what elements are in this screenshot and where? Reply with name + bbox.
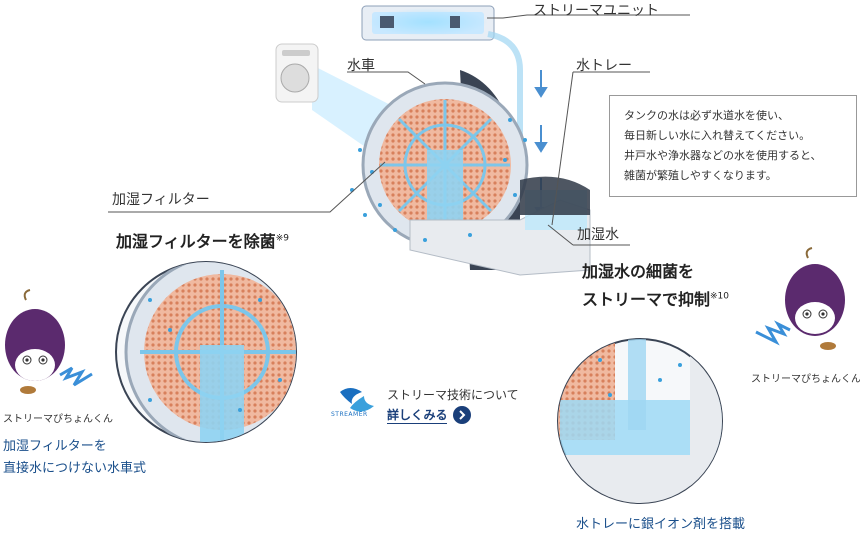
streamer-unit (361, 5, 495, 41)
headline-filter-sterilize: 加湿フィルターを除菌※9 (116, 228, 289, 252)
label-humid-water: 加湿水 (577, 227, 619, 243)
water-wheel (361, 81, 529, 249)
link-label: 詳しくみる (387, 408, 448, 424)
link-heading: ストリーマ技術について (387, 388, 519, 402)
streamer-logo-text: STREAMER (331, 411, 368, 418)
streamer-logo-icon (340, 388, 374, 412)
left-caption-line1: 加湿フィルターを (3, 439, 107, 454)
character-left-name: ストリーマぴちょんくん (3, 414, 113, 425)
chevron-right-icon (453, 406, 472, 424)
label-humid-filter: 加湿フィルター (112, 192, 210, 208)
headline-water-line2: ストリーマで抑制※10 (582, 286, 729, 310)
filter-closeup-lens (115, 261, 297, 443)
label-water-tray: 水トレー (576, 58, 632, 74)
water-notice-box: タンクの水は必ず水道水を使い、 毎日新しい水に入れ替えてください。 井戸水や浄水… (609, 95, 857, 197)
streamer-detail-link[interactable]: 詳しくみる (387, 406, 472, 424)
water-pipe (487, 31, 523, 180)
water-tray (409, 176, 591, 276)
character-right-icon (755, 247, 845, 350)
right-caption-tray: 水トレーに銀イオン剤を搭載 (576, 517, 746, 532)
leader-lines (108, 14, 690, 246)
character-right-name: ストリーマぴちょんくん (751, 374, 860, 385)
headline-water-text: ストリーマで抑制 (582, 290, 711, 309)
character-left-icon (5, 289, 93, 394)
label-streamer-unit: ストリーマユニット (533, 3, 659, 19)
headline-filter-text: 加湿フィルターを除菌 (116, 232, 276, 251)
notice-line: 毎日新しい水に入れ替えてください。 (624, 129, 811, 142)
humidifier-thumbnail (275, 43, 319, 103)
label-water-wheel: 水車 (347, 58, 375, 74)
notice-line: 井戸水や浄水器などの水を使用すると、 (624, 149, 822, 162)
tray-closeup-lens (557, 338, 723, 504)
headline-water-ref: ※10 (710, 291, 730, 302)
left-caption-line2: 直接水につけない水車式 (3, 461, 147, 476)
headline-filter-ref: ※9 (275, 233, 289, 244)
notice-line: 雑菌が繁殖しやすくなります。 (624, 169, 777, 182)
notice-line: タンクの水は必ず水道水を使い、 (624, 109, 789, 122)
headline-water-line1: 加湿水の細菌を (582, 262, 695, 281)
